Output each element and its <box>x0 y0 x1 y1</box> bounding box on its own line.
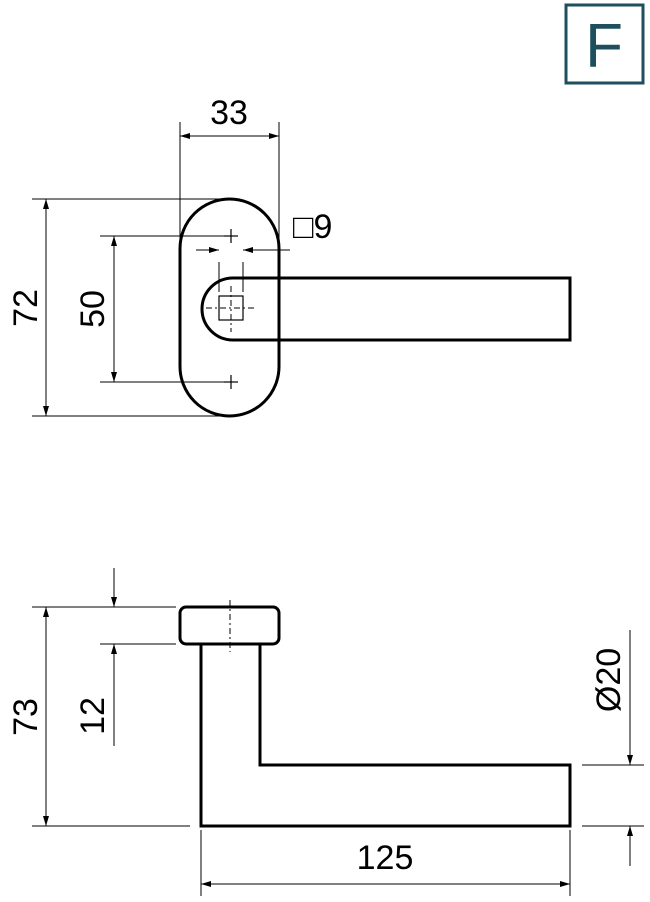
screw-mark-bottom <box>224 375 238 389</box>
type-badge: F <box>564 3 645 85</box>
dim-lever-diameter: Ø20 <box>590 648 628 712</box>
dim-projection: 125 <box>357 839 414 877</box>
dim-rose-height: 72 <box>7 289 45 327</box>
lever-outline <box>200 276 572 342</box>
dim-handle-height: 73 <box>7 698 45 736</box>
screw-mark-top <box>224 229 238 243</box>
front-view: 33 □9 72 50 <box>7 94 572 418</box>
dim-rose-width: 33 <box>210 94 248 132</box>
type-letter: F <box>585 12 623 81</box>
dim-screw-distance: 50 <box>74 290 112 328</box>
dim-spindle: □9 <box>293 208 332 246</box>
side-view: 73 12 Ø20 125 <box>7 568 644 896</box>
lever-side-outline <box>199 644 572 828</box>
dim-rose-thickness: 12 <box>74 697 112 735</box>
